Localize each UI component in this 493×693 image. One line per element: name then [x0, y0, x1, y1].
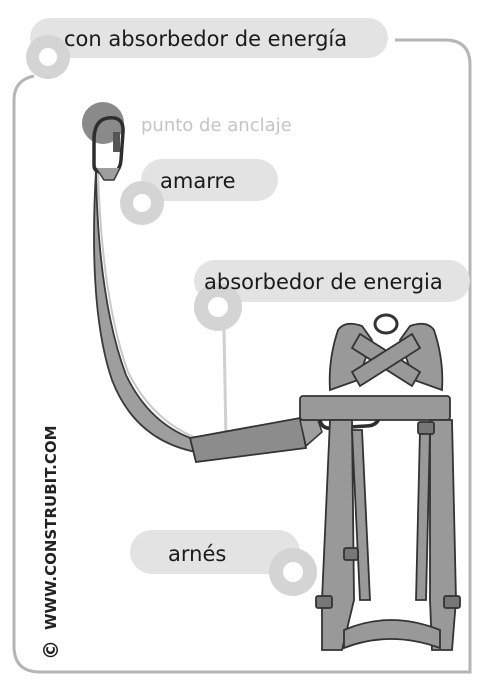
anchor-point-label: punto de anclaje	[141, 115, 292, 136]
harness	[299, 313, 461, 651]
lanyard-top-loop	[95, 167, 121, 181]
diagram-title: con absorbedor de energía	[64, 27, 347, 51]
energy-absorber	[188, 416, 308, 463]
absorber-label-bubble: absorbedor de energia	[194, 260, 470, 331]
absorber-leader-line	[222, 329, 228, 441]
frame-outline	[12, 38, 472, 674]
lanyard-label: amarre	[160, 169, 236, 193]
harness-label: arnés	[168, 542, 226, 566]
lanyard-strap-highlight	[97, 171, 197, 439]
title-bubble: con absorbedor de energía	[26, 18, 388, 79]
top-carabiner-gate	[113, 132, 120, 152]
absorber-label: absorbedor de energia	[204, 270, 443, 294]
harness-label-bubble: arnés	[130, 530, 317, 596]
credit: © WWW.CONSTRUBIT.COM	[39, 425, 63, 660]
lanyard-label-bubble: amarre	[120, 159, 278, 225]
credit-site: WWW.CONSTRUBIT.COM	[42, 425, 60, 630]
copyright-symbol: ©	[39, 640, 63, 660]
